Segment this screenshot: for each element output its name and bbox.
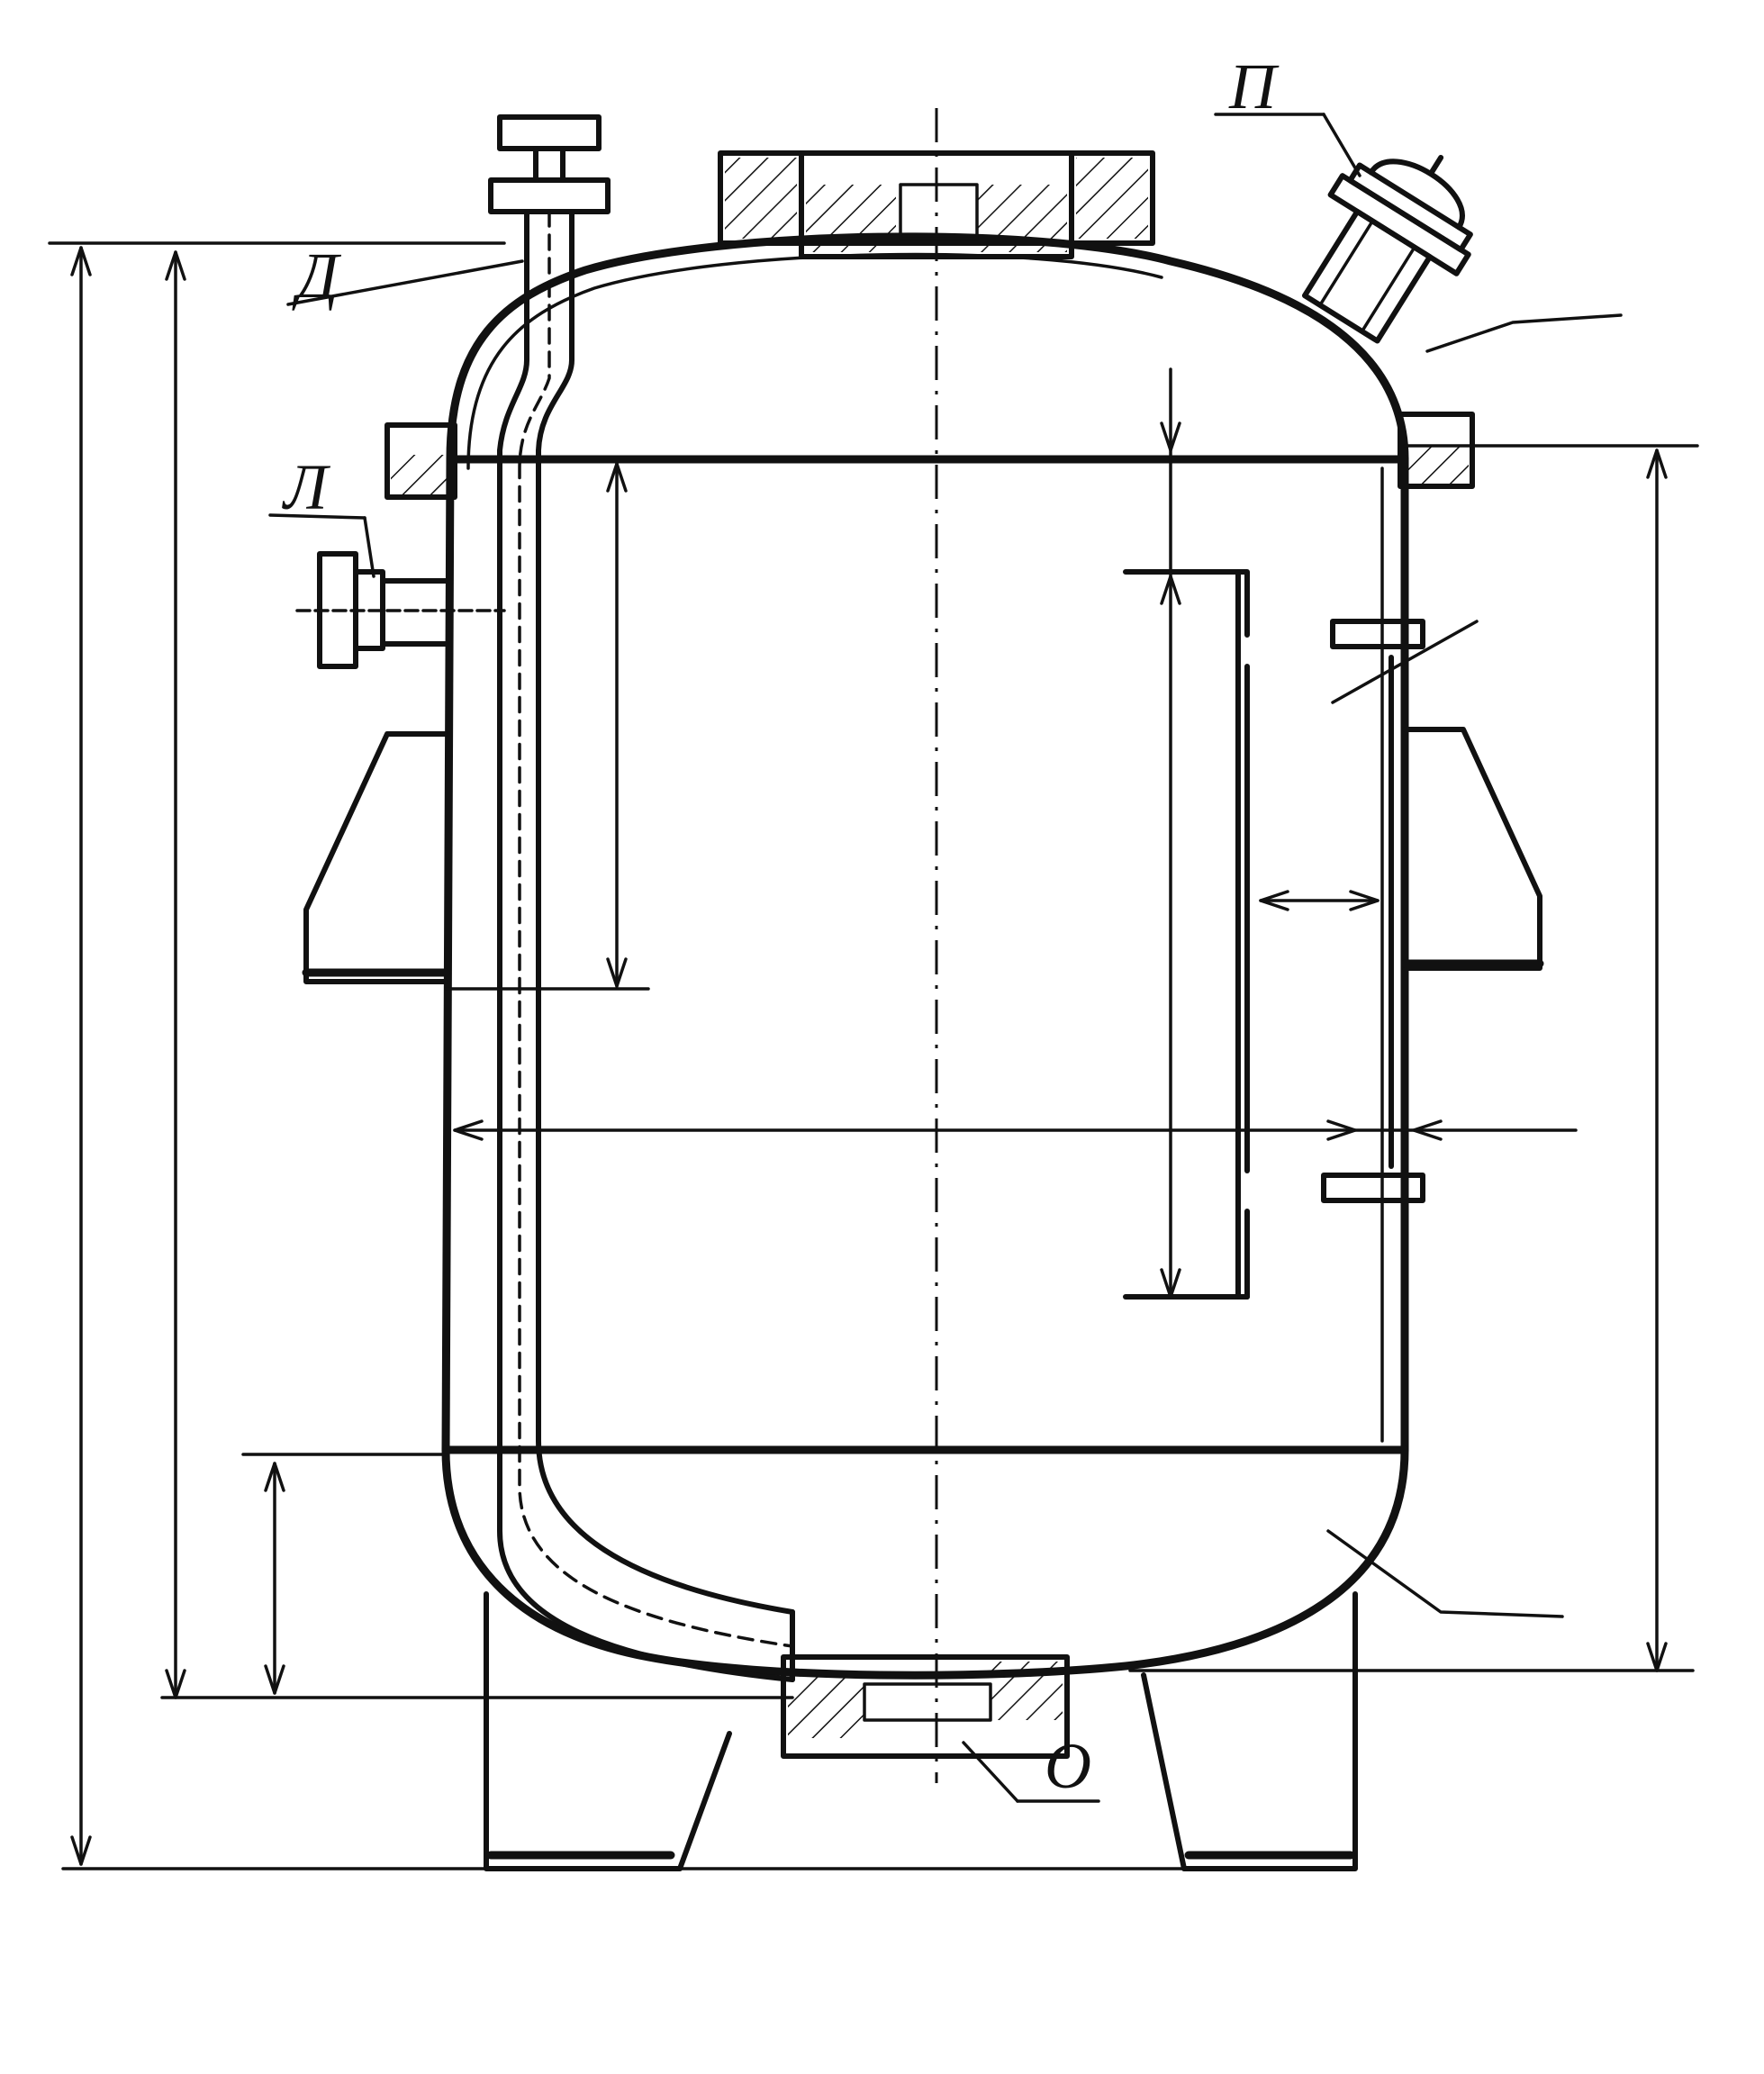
label-O-text: О — [1045, 1730, 1091, 1802]
label-P: П — [1214, 50, 1361, 177]
label-L: Л — [268, 451, 375, 578]
label-L-text: Л — [282, 451, 331, 523]
label-D: Д — [286, 240, 524, 312]
label-P-text: П — [1228, 50, 1280, 122]
legs — [61, 1591, 1358, 1871]
left-support-bracket — [302, 731, 450, 984]
dimension-lines — [48, 241, 1699, 1866]
bottom-nozzle — [781, 1654, 1100, 1803]
dip-pipe — [488, 114, 795, 1682]
internal-element — [1123, 569, 1479, 1300]
side-nozzle — [295, 551, 506, 669]
top-right-nozzle — [1301, 154, 1473, 344]
upper-flange-blocks — [384, 412, 1475, 500]
right-support-bracket — [1400, 727, 1544, 971]
vessel-body — [441, 232, 1409, 1680]
top-manhole — [718, 150, 1155, 259]
label-O: О — [1045, 1730, 1091, 1802]
